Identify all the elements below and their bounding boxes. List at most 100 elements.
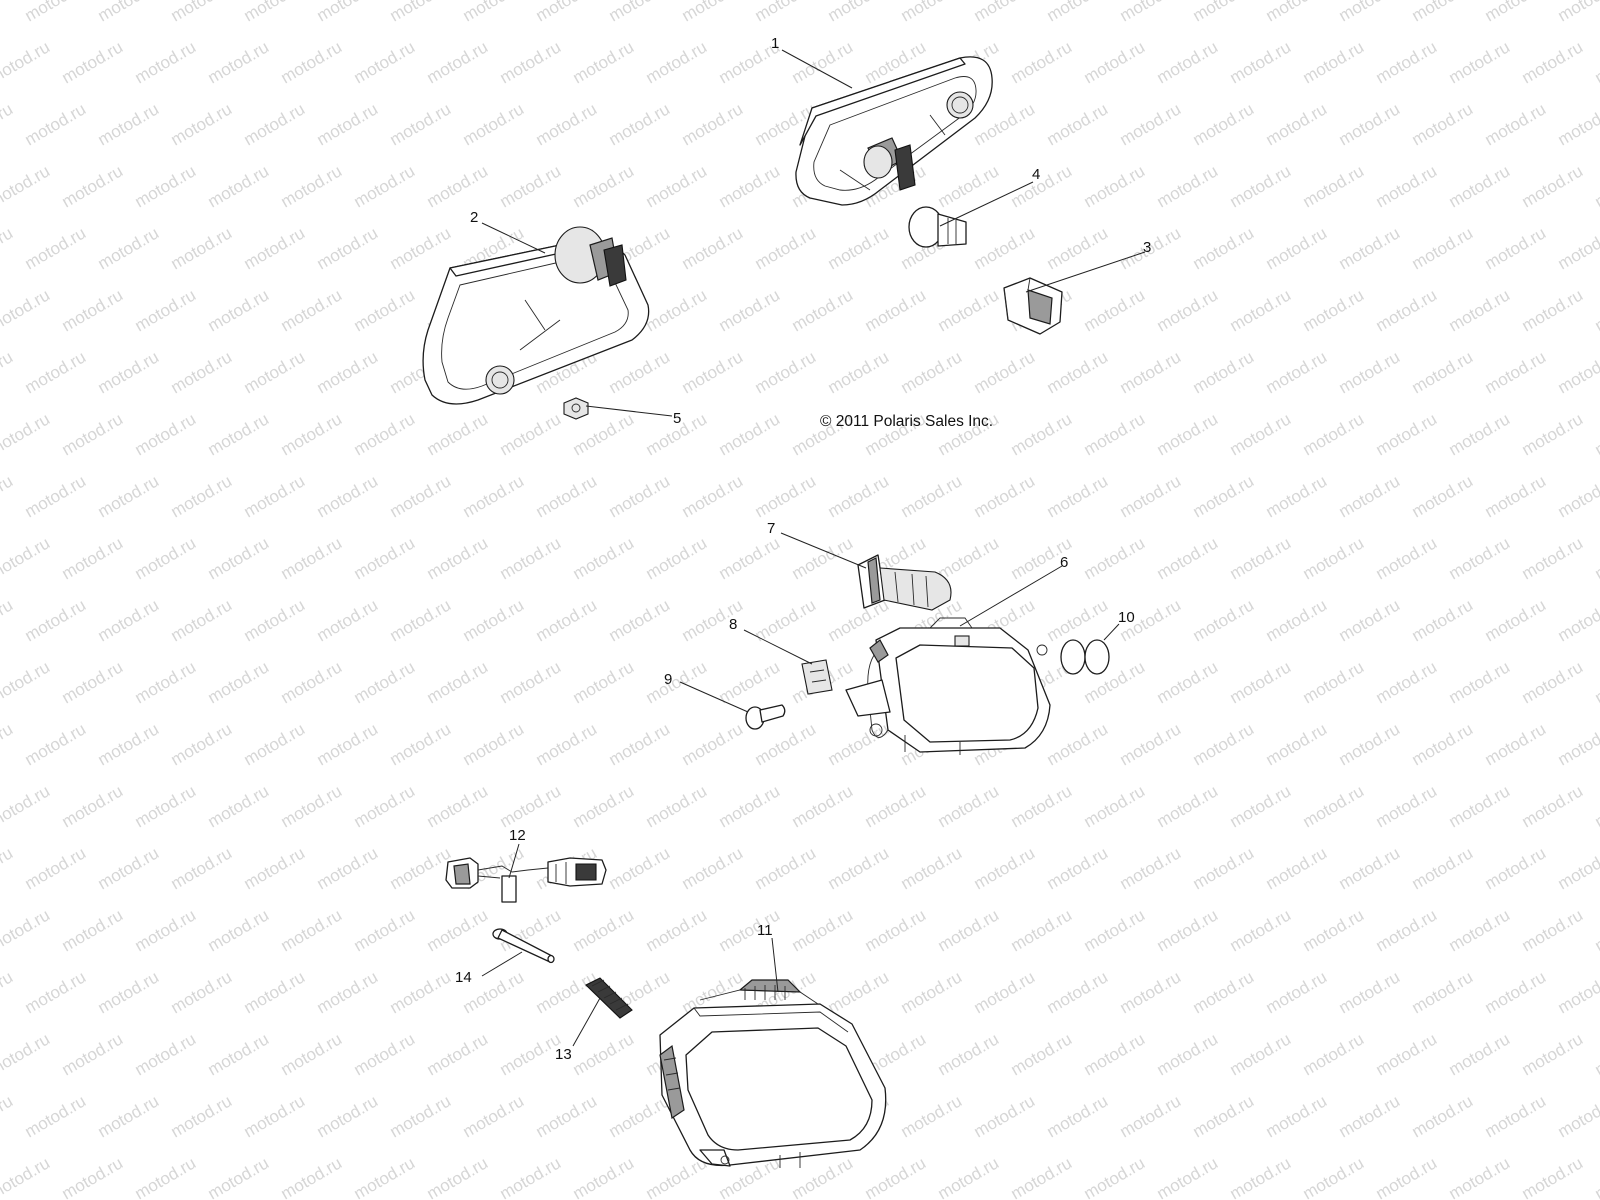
watermark-text: motod.ru <box>935 161 1003 211</box>
watermark-text: motod.ru <box>1555 347 1600 397</box>
watermark-text: motod.ru <box>971 0 1039 25</box>
watermark-text: motod.ru <box>0 781 53 831</box>
watermark-text: motod.ru <box>1409 1091 1477 1141</box>
watermark-text: motod.ru <box>0 99 16 149</box>
watermark-text: motod.ru <box>1446 905 1514 955</box>
watermark-text: motod.ru <box>1300 657 1368 707</box>
watermark-text: motod.ru <box>387 99 455 149</box>
watermark-text: motod.ru <box>1300 161 1368 211</box>
watermark-text: motod.ru <box>1519 1153 1587 1200</box>
watermark-text: motod.ru <box>1044 719 1112 769</box>
watermark-text: motod.ru <box>497 533 565 583</box>
watermark-text: motod.ru <box>643 905 711 955</box>
watermark-text: motod.ru <box>643 781 711 831</box>
watermark-text: motod.ru <box>168 967 236 1017</box>
watermark-text: motod.ru <box>241 471 309 521</box>
watermark-text: motod.ru <box>1519 657 1587 707</box>
callout-1: 1 <box>771 35 779 52</box>
watermark-text: motod.ru <box>278 409 346 459</box>
watermark-text: motod.ru <box>1409 843 1477 893</box>
watermark-text: motod.ru <box>1409 967 1477 1017</box>
watermark-text: motod.ru <box>1154 285 1222 335</box>
watermark-text: motod.ru <box>460 1091 528 1141</box>
watermark-text: motod.ru <box>497 781 565 831</box>
watermark-text: motod.ru <box>1336 347 1404 397</box>
watermark-text: motod.ru <box>22 595 90 645</box>
watermark-text: motod.ru <box>1044 347 1112 397</box>
watermark-text: motod.ru <box>95 0 163 25</box>
watermark-text: motod.ru <box>241 843 309 893</box>
callout-8: 8 <box>729 616 737 633</box>
watermark-text: motod.ru <box>132 37 200 87</box>
watermark-text: motod.ru <box>314 99 382 149</box>
watermark-text: motod.ru <box>278 1153 346 1200</box>
watermark-text: motod.ru <box>387 0 455 25</box>
watermark-text: motod.ru <box>533 967 601 1017</box>
callout-3: 3 <box>1143 239 1151 256</box>
watermark-text: motod.ru <box>935 781 1003 831</box>
watermark-text: motod.ru <box>241 595 309 645</box>
watermark-text: motod.ru <box>95 223 163 273</box>
watermark-text: motod.ru <box>168 843 236 893</box>
watermark-text: motod.ru <box>1592 657 1600 707</box>
watermark-text: motod.ru <box>1008 781 1076 831</box>
watermark-text: motod.ru <box>497 37 565 87</box>
watermark-text: motod.ru <box>95 99 163 149</box>
watermark-text: motod.ru <box>1482 843 1550 893</box>
watermark-text: motod.ru <box>716 533 784 583</box>
leader-lines <box>481 49 1146 1047</box>
watermark-text: motod.ru <box>789 37 857 87</box>
callout-2: 2 <box>470 209 478 226</box>
part-8-clip <box>801 659 833 695</box>
watermark-text: motod.ru <box>241 719 309 769</box>
watermark-text: motod.ru <box>387 595 455 645</box>
watermark-text: motod.ru <box>1263 471 1331 521</box>
watermark-text: motod.ru <box>1482 967 1550 1017</box>
watermark-text: motod.ru <box>1263 719 1331 769</box>
watermark-text: motod.ru <box>22 0 90 25</box>
watermark-text: motod.ru <box>1446 657 1514 707</box>
watermark-text: motod.ru <box>1482 719 1550 769</box>
watermark-text: motod.ru <box>424 533 492 583</box>
watermark-text: motod.ru <box>59 409 127 459</box>
watermark-text: motod.ru <box>0 1091 16 1141</box>
watermark-text: motod.ru <box>1336 99 1404 149</box>
watermark-text: motod.ru <box>95 471 163 521</box>
watermark-text: motod.ru <box>351 1029 419 1079</box>
watermark-text: motod.ru <box>351 285 419 335</box>
watermark-text: motod.ru <box>132 161 200 211</box>
part-11-headlamp-assembly <box>659 979 887 1168</box>
watermark-text: motod.ru <box>1008 37 1076 87</box>
watermark-text: motod.ru <box>59 781 127 831</box>
watermark-text: motod.ru <box>1263 1091 1331 1141</box>
watermark-text: motod.ru <box>1044 595 1112 645</box>
watermark-text: motod.ru <box>1081 781 1149 831</box>
watermark-text: motod.ru <box>1446 1153 1514 1200</box>
watermark-text: motod.ru <box>1555 1091 1600 1141</box>
watermark-text: motod.ru <box>1117 843 1185 893</box>
watermark-text: motod.ru <box>1373 285 1441 335</box>
watermark-text: motod.ru <box>570 905 638 955</box>
watermark-text: motod.ru <box>497 409 565 459</box>
watermark-text: motod.ru <box>351 657 419 707</box>
watermark-text: motod.ru <box>1519 781 1587 831</box>
watermark-text: motod.ru <box>205 37 273 87</box>
watermark-text: motod.ru <box>1117 1091 1185 1141</box>
watermark-text: motod.ru <box>679 99 747 149</box>
watermark-text: motod.ru <box>1409 99 1477 149</box>
watermark-text: motod.ru <box>424 781 492 831</box>
part-12-wiring-harness <box>445 857 607 903</box>
watermark-text: motod.ru <box>1373 533 1441 583</box>
watermark-text: motod.ru <box>1555 99 1600 149</box>
watermark-text: motod.ru <box>1446 409 1514 459</box>
watermark-text: motod.ru <box>278 161 346 211</box>
watermark-text: motod.ru <box>1373 1153 1441 1200</box>
watermark-text: motod.ru <box>1190 967 1258 1017</box>
watermark-text: motod.ru <box>1227 409 1295 459</box>
watermark-text: motod.ru <box>570 37 638 87</box>
watermark-text: motod.ru <box>679 471 747 521</box>
watermark-text: motod.ru <box>1081 905 1149 955</box>
watermark-text: motod.ru <box>0 533 53 583</box>
watermark-text: motod.ru <box>862 781 930 831</box>
watermark-text: motod.ru <box>1154 905 1222 955</box>
